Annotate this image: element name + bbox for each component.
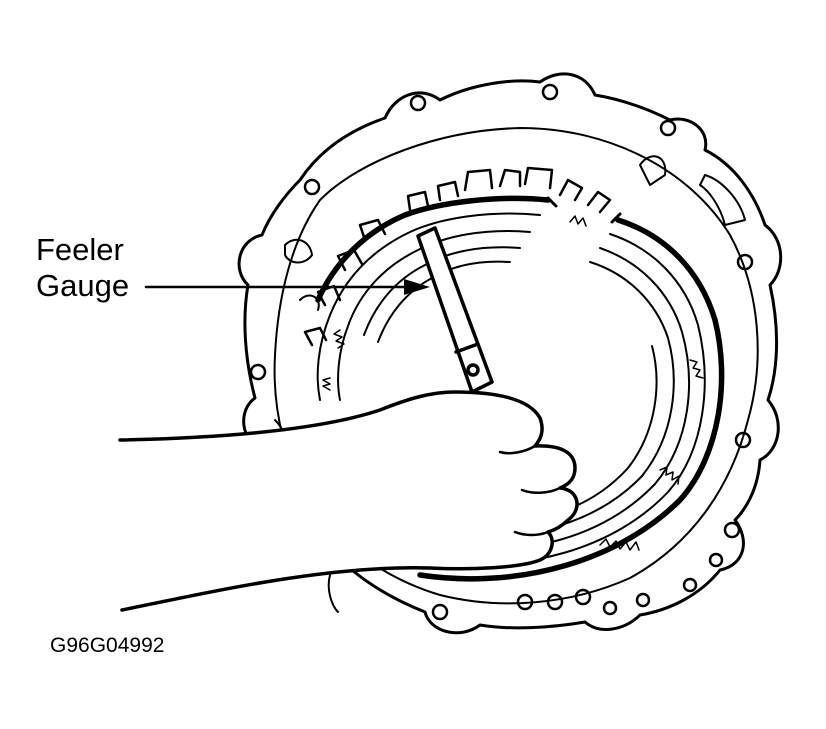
callout-label-line1: Feeler [36, 232, 124, 267]
figure-id: G96G04992 [50, 634, 165, 657]
snap-ring-gap [546, 196, 622, 224]
callout-label-line2: Gauge [36, 268, 130, 303]
feeler-gauge-blade [416, 226, 494, 394]
callout-arrow [144, 279, 430, 295]
hand-and-arm [118, 390, 579, 613]
friction-plate-serrations [322, 215, 704, 551]
